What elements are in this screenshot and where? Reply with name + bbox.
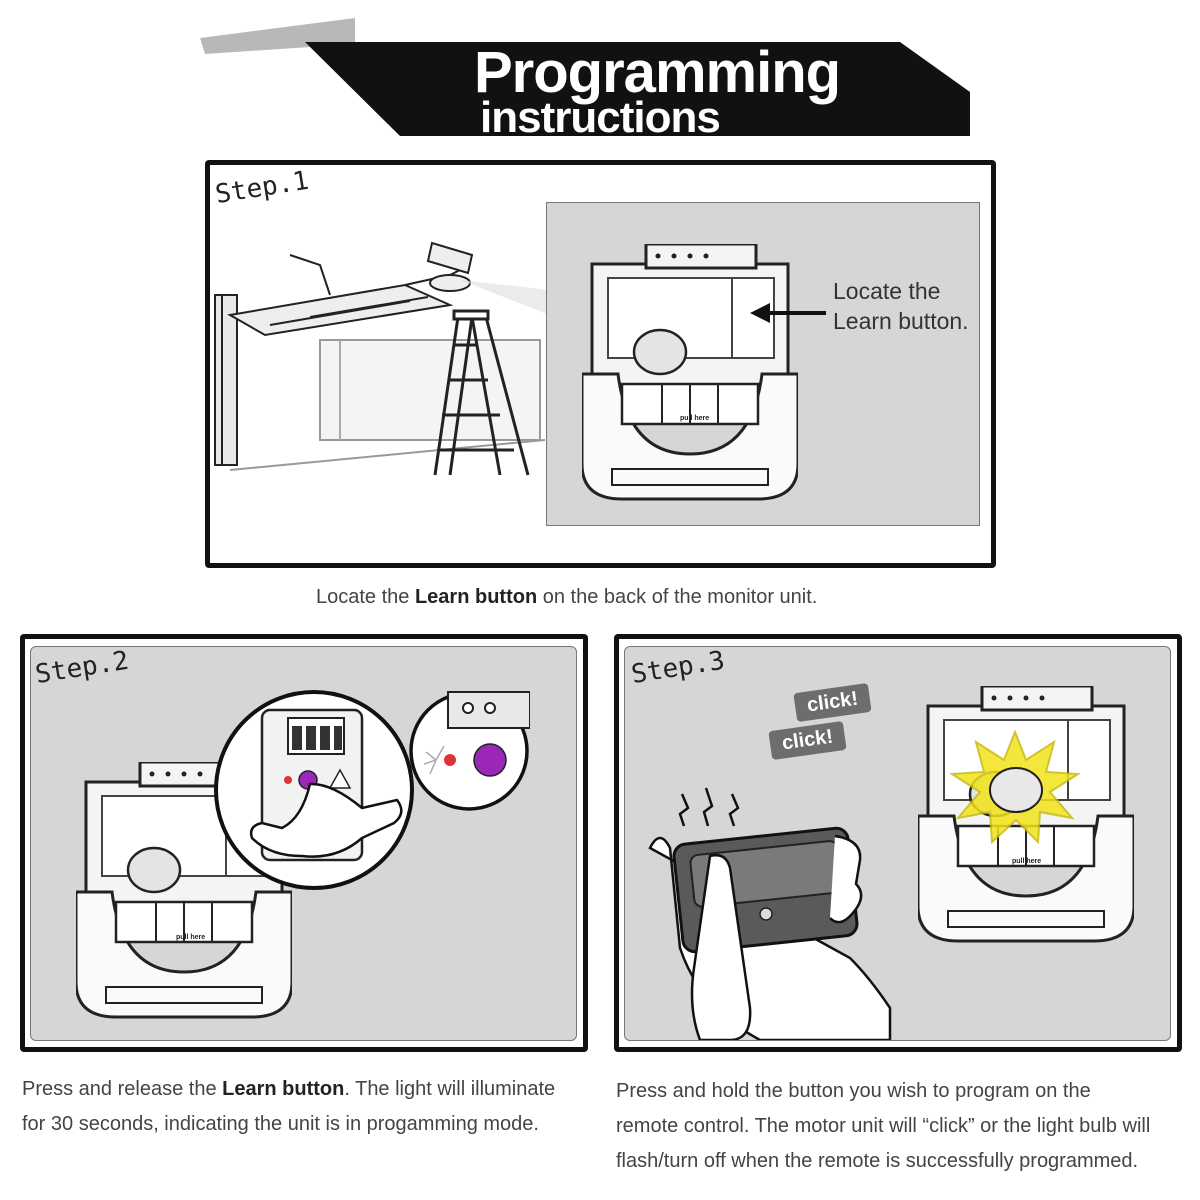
- step3-caption-line1: Press and hold the button you wish to pr…: [616, 1080, 1091, 1102]
- step3-caption: Press and hold the button you wish to pr…: [616, 1074, 1150, 1179]
- learn-button-emphasis: Learn button: [414, 586, 538, 608]
- step1-caption: Locate the Learn button on the back of t…: [316, 586, 818, 608]
- step2-caption: Press and release the Learn button. The …: [22, 1072, 555, 1142]
- step3-caption-line3: flash/turn off when the remote is succes…: [616, 1150, 1139, 1172]
- opener-unit-icon: [582, 244, 798, 501]
- vibration-icon: [678, 787, 740, 827]
- garage-door-icon: [214, 254, 546, 471]
- garage-scene: [214, 241, 550, 476]
- step1-callout-line1: Locate the: [833, 278, 941, 304]
- learn-button-emphasis: Learn button: [222, 1078, 345, 1100]
- title-banner: [200, 18, 970, 136]
- step3-caption-line2: remote control. The motor unit will “cli…: [616, 1115, 1151, 1137]
- finger-press-icon: [690, 854, 752, 1040]
- banner-title-line1: Programming: [474, 40, 841, 105]
- flash-burst-icon: [950, 730, 1080, 845]
- step3-unit-badge: pull here: [1012, 858, 1042, 865]
- banner-title-line2: instructions: [480, 93, 721, 142]
- opener-mount: [426, 241, 474, 292]
- zoom-circle-large: [214, 690, 414, 890]
- zoom-circle-small: [409, 691, 530, 811]
- finger-press-icon: [249, 782, 403, 858]
- arrow-icon: [750, 303, 826, 323]
- step2-caption-line2: for 30 seconds, indicating the unit is i…: [22, 1113, 539, 1135]
- step2-unit-badge: pull here: [176, 934, 206, 941]
- ladder-icon: [433, 309, 530, 476]
- step1-callout-line2: Learn button.: [833, 308, 969, 334]
- step1-unit-badge: pull here: [680, 415, 710, 422]
- step2-caption-line1: Press and release the Learn button. The …: [22, 1078, 556, 1100]
- step1-callout: Locate the Learn button.: [833, 276, 969, 336]
- remote-control-icon: [648, 826, 892, 1040]
